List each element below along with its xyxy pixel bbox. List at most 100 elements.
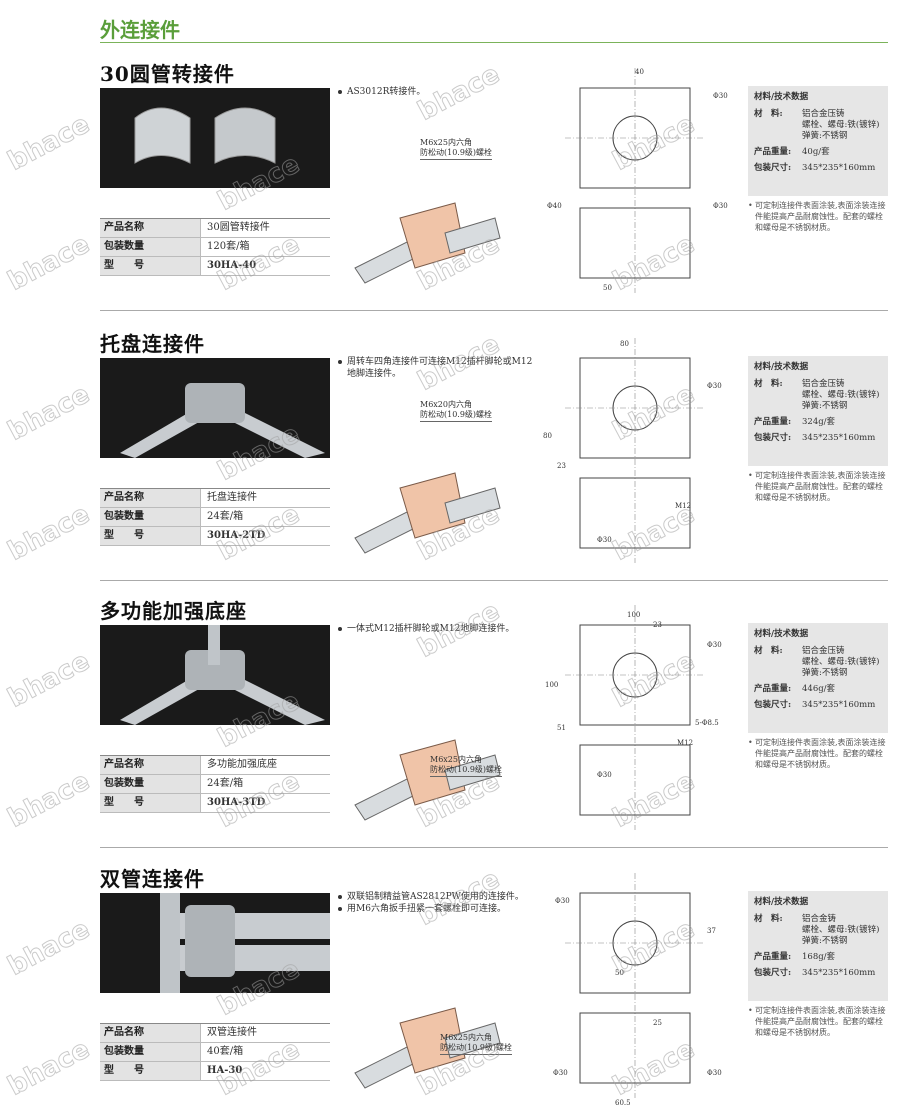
product-render (345, 428, 515, 578)
model-number-label: 型 号 (100, 1062, 200, 1080)
dimension-label: 100 (627, 611, 640, 619)
material-label: 材 料: (754, 109, 783, 119)
product-name-label: 产品名称 (100, 1024, 200, 1042)
drawing-side-view (579, 744, 691, 816)
weight-line: 产品重量:40g/套 (754, 147, 882, 158)
spec-box: 材料/技术数据材 料:铝合金压铸螺栓、螺母:铁(镀锌)弹簧:不锈钢产品重量:32… (748, 356, 888, 466)
dimension-label: 60.5 (615, 1099, 631, 1107)
material-line: 材 料:铝合金压铸螺栓、螺母:铁(镀锌)弹簧:不锈钢 (754, 646, 882, 679)
size-line: 包装尺寸:345*235*160mm (754, 968, 882, 979)
dimension-label: 100 (545, 681, 558, 689)
spec-heading: 材料/技术数据 (754, 629, 809, 639)
package-quantity-label: 包装数量 (100, 238, 200, 256)
watermark: bhace (3, 109, 96, 178)
dimension-label: Φ30 (707, 641, 722, 649)
section-divider (100, 847, 888, 848)
material-label: 材 料: (754, 914, 783, 924)
tube-branch (444, 1022, 501, 1059)
spec-note: 可定制连接件表面涂装,表面涂装连接件能提高产品耐腐蚀性。配套的螺栓和螺母是不锈钢… (748, 1005, 888, 1038)
tube-branch (444, 487, 501, 524)
connector-half-right (214, 107, 276, 164)
watermark: bhace (3, 646, 96, 715)
spec-note: 可定制连接件表面涂装,表面涂装连接件能提高产品耐腐蚀性。配套的螺栓和螺母是不锈钢… (748, 470, 888, 503)
material-values: 铝合金压铸螺栓、螺母:铁(镀锌)弹簧:不锈钢 (802, 109, 880, 142)
tube-branch (444, 754, 501, 791)
feature-list: AS3012R转接件。 (338, 86, 533, 98)
material-value: 弹簧:不锈钢 (802, 401, 848, 411)
product-name-label: 产品名称 (100, 756, 200, 774)
product-title: 多功能加强底座 (100, 599, 247, 623)
product-render (345, 963, 515, 1108)
model-number-value: 30HA-2TD (200, 527, 330, 545)
weight-value: 40g/套 (802, 147, 830, 157)
feature-item: AS3012R转接件。 (338, 86, 533, 98)
dimension-label: 50 (615, 969, 624, 977)
weight-line: 产品重量:324g/套 (754, 417, 882, 428)
dimension-label: Φ30 (597, 536, 612, 544)
spec-heading: 材料/技术数据 (754, 362, 809, 372)
dimension-label: Φ30 (555, 897, 570, 905)
material-value: 铝合金压铸 (802, 646, 845, 656)
dimension-label: 37 (707, 927, 716, 935)
size-value: 345*235*160mm (802, 968, 876, 978)
weight-value: 446g/套 (802, 684, 836, 694)
bolt-grade: 防松动(10.9级)螺栓 (430, 765, 503, 774)
package-quantity-value: 24套/箱 (200, 775, 330, 793)
bolt-grade: 防松动(10.9级)螺栓 (420, 410, 493, 419)
page-title: 外连接件 (100, 18, 180, 42)
dimension-label: M12 (675, 502, 691, 510)
product-render (345, 158, 515, 308)
bolt-spec: M6x25内六角 (430, 755, 482, 764)
product-photo (100, 893, 330, 993)
bolt-spec: M6x20内六角 (420, 400, 472, 409)
material-value: 弹簧:不锈钢 (802, 936, 848, 946)
model-number-label: 型 号 (100, 257, 200, 275)
product-name-row: 产品名称托盘连接件 (100, 489, 330, 508)
package-quantity-value: 24套/箱 (200, 508, 330, 526)
product-name-row: 产品名称双管连接件 (100, 1024, 330, 1043)
dimension-label: 50 (603, 284, 612, 292)
material-value: 弹簧:不锈钢 (802, 131, 848, 141)
spec-note: 可定制连接件表面涂装,表面涂装连接件能提高产品耐腐蚀性。配套的螺栓和螺母是不锈钢… (748, 200, 888, 233)
spec-box: 材料/技术数据材 料:铝合金铸螺栓、螺母:铁(镀锌)弹簧:不锈钢产品重量:168… (748, 891, 888, 1001)
dimension-label: M12 (677, 739, 693, 747)
model-number-value: 30HA-3TD (200, 794, 330, 812)
product-photo (100, 88, 330, 188)
dimension-label: 40 (635, 68, 644, 76)
dimension-label: 5-Φ8.5 (695, 719, 719, 727)
material-line: 材 料:铝合金压铸螺栓、螺母:铁(镀锌)弹簧:不锈钢 (754, 379, 882, 412)
watermark: bhace (3, 1034, 96, 1103)
section-divider (100, 310, 888, 311)
connector-highlight (399, 202, 466, 269)
product-name-row: 产品名称多功能加强底座 (100, 756, 330, 775)
bolt-callout: M6x25内六角防松动(10.9级)螺栓 (430, 755, 503, 777)
model-number-value: 30HA-40 (200, 257, 330, 275)
drawing-side-view (579, 207, 691, 279)
model-number-label: 型 号 (100, 794, 200, 812)
package-quantity-label: 包装数量 (100, 1043, 200, 1061)
product-name-value: 多功能加强底座 (200, 756, 330, 774)
dimension-label: 80 (620, 340, 629, 348)
size-value: 345*235*160mm (802, 433, 876, 443)
spec-box: 材料/技术数据材 料:铝合金压铸螺栓、螺母:铁(镀锌)弹簧:不锈钢产品重量:44… (748, 623, 888, 733)
connector-highlight (399, 739, 466, 806)
tube-vertical (208, 625, 220, 665)
product-photo (100, 358, 330, 458)
dimension-label: 25 (653, 1019, 662, 1027)
watermark: bhace (3, 914, 96, 983)
bolt-callout: M6x20内六角防松动(10.9级)螺栓 (420, 400, 493, 422)
size-line: 包装尺寸:345*235*160mm (754, 163, 882, 174)
